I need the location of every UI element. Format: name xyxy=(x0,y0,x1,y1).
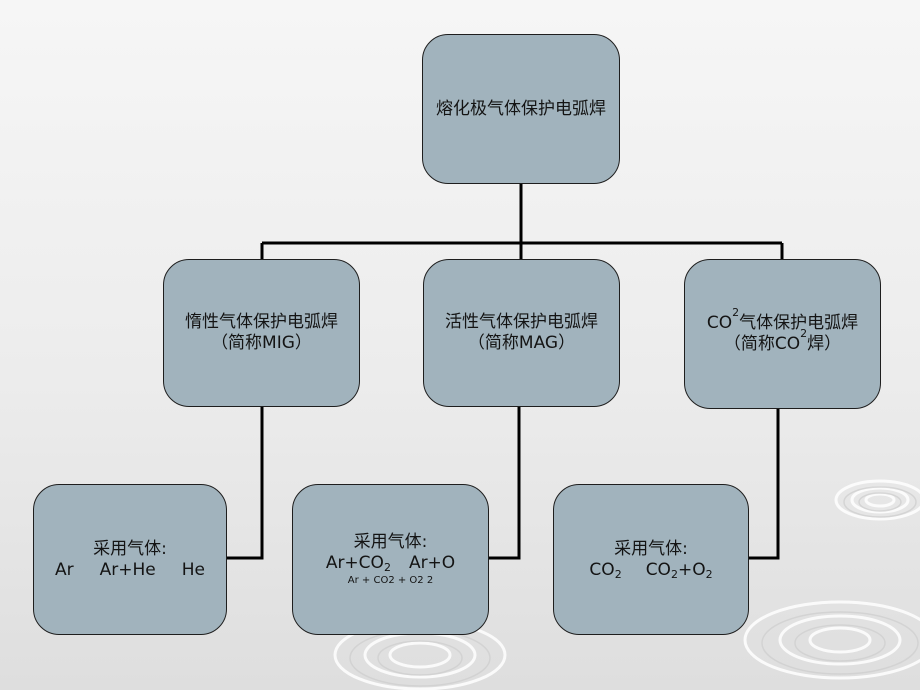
title-part: 气体保护电弧焊 xyxy=(739,313,859,333)
branch-node-mig: 惰性气体保护电弧焊 （简称MIG） xyxy=(163,259,360,407)
gas-item: Ar xyxy=(55,559,74,580)
gas-part: CO xyxy=(589,559,615,580)
gas-item: He xyxy=(181,559,205,580)
abbrev-part: 焊） xyxy=(807,334,842,354)
gas-note: Ar + CO2 + O2 2 xyxy=(347,574,434,586)
gas-list: CO2 CO2+O2 xyxy=(589,560,712,581)
gas-node-mag: 采用气体: Ar+CO2 Ar+O Ar + CO2 + O2 2 xyxy=(292,484,489,635)
elbow-line-mag xyxy=(487,406,521,560)
branch-node-mag: 活性气体保护电弧焊 （简称MAG） xyxy=(423,259,620,407)
gas-title: 采用气体: xyxy=(353,531,428,552)
gas-item: Ar+O xyxy=(408,552,456,573)
subscript: 2 xyxy=(670,567,678,581)
gas-part: +O xyxy=(677,559,706,580)
root-label: 熔化极气体保护电弧焊 xyxy=(436,98,606,119)
branch-abbrev: （简称MAG） xyxy=(467,333,576,353)
title-part: CO xyxy=(706,313,733,333)
gas-title: 采用气体: xyxy=(93,538,167,559)
subscript: 2 xyxy=(383,560,391,574)
gas-part: CO xyxy=(645,559,671,580)
gas-item: Ar+He xyxy=(99,559,156,580)
elbow-line-mig xyxy=(226,406,264,560)
abbrev-part: （简称CO xyxy=(723,334,801,354)
subscript: 2 xyxy=(800,327,808,340)
elbow-line-co2 xyxy=(748,408,780,560)
subscript: 2 xyxy=(732,306,740,319)
gas-item: CO2+O2 xyxy=(646,560,713,581)
subscript: 2 xyxy=(705,567,713,581)
root-node: 熔化极气体保护电弧焊 xyxy=(422,34,620,184)
branch-abbrev: （简称MIG） xyxy=(211,333,312,353)
branch-title: 惰性气体保护电弧焊 xyxy=(185,312,338,332)
subscript: 2 xyxy=(614,567,622,581)
gas-list: Ar+CO2 Ar+O xyxy=(326,553,455,574)
gas-part: Ar+CO xyxy=(325,552,384,573)
gas-item: CO2 xyxy=(589,560,621,581)
gas-title: 采用气体: xyxy=(614,538,688,559)
gas-list: Ar Ar+He He xyxy=(55,560,205,581)
gas-node-co2: 采用气体: CO2 CO2+O2 xyxy=(553,484,749,635)
branch-title: 活性气体保护电弧焊 xyxy=(445,312,598,332)
gas-item: Ar+CO2 xyxy=(326,553,391,574)
gas-node-mig: 采用气体: Ar Ar+He He xyxy=(33,484,227,635)
